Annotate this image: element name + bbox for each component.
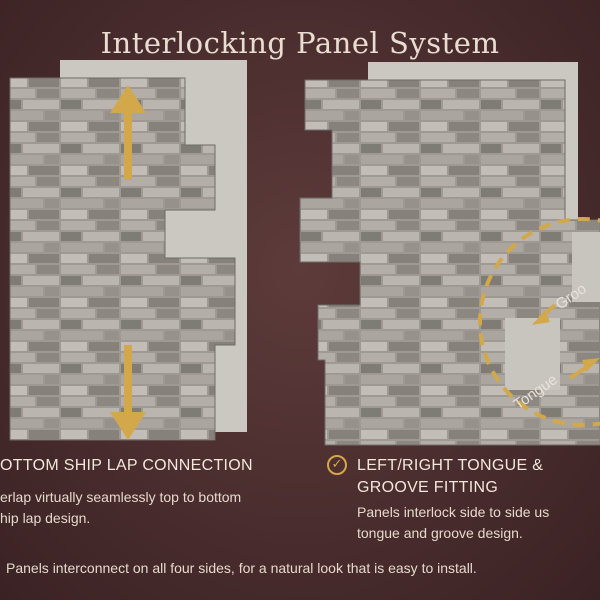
right-caption-line2: tongue and groove design.	[357, 525, 523, 541]
groove-arrow-icon	[532, 310, 550, 325]
left-panel	[9, 60, 247, 441]
tongue-arrow-icon	[582, 358, 600, 372]
right-panel	[299, 62, 600, 446]
left-caption-line1: erlap virtually seamlessly top to bottom	[0, 489, 242, 505]
left-caption-line2: hip lap design.	[0, 510, 91, 526]
left-caption-heading: OTTOM SHIP LAP CONNECTION	[0, 457, 253, 474]
right-caption-heading-2: GROOVE FITTING	[357, 479, 499, 496]
check-circle-icon: ✓	[327, 455, 347, 475]
up-arrow-icon	[110, 85, 146, 180]
page-title: Interlocking Panel System	[100, 26, 500, 60]
left-caption: OTTOM SHIP LAP CONNECTION erlap virtuall…	[0, 455, 253, 529]
right-caption-heading-1: LEFT/RIGHT TONGUE &	[357, 457, 544, 474]
down-arrow-icon	[110, 345, 146, 440]
footer-text: Panels interconnect on all four sides, f…	[6, 560, 477, 576]
right-caption-line1: Panels interlock side to side us	[357, 504, 550, 520]
right-caption: LEFT/RIGHT TONGUE & GROOVE FITTING Panel…	[357, 455, 549, 544]
